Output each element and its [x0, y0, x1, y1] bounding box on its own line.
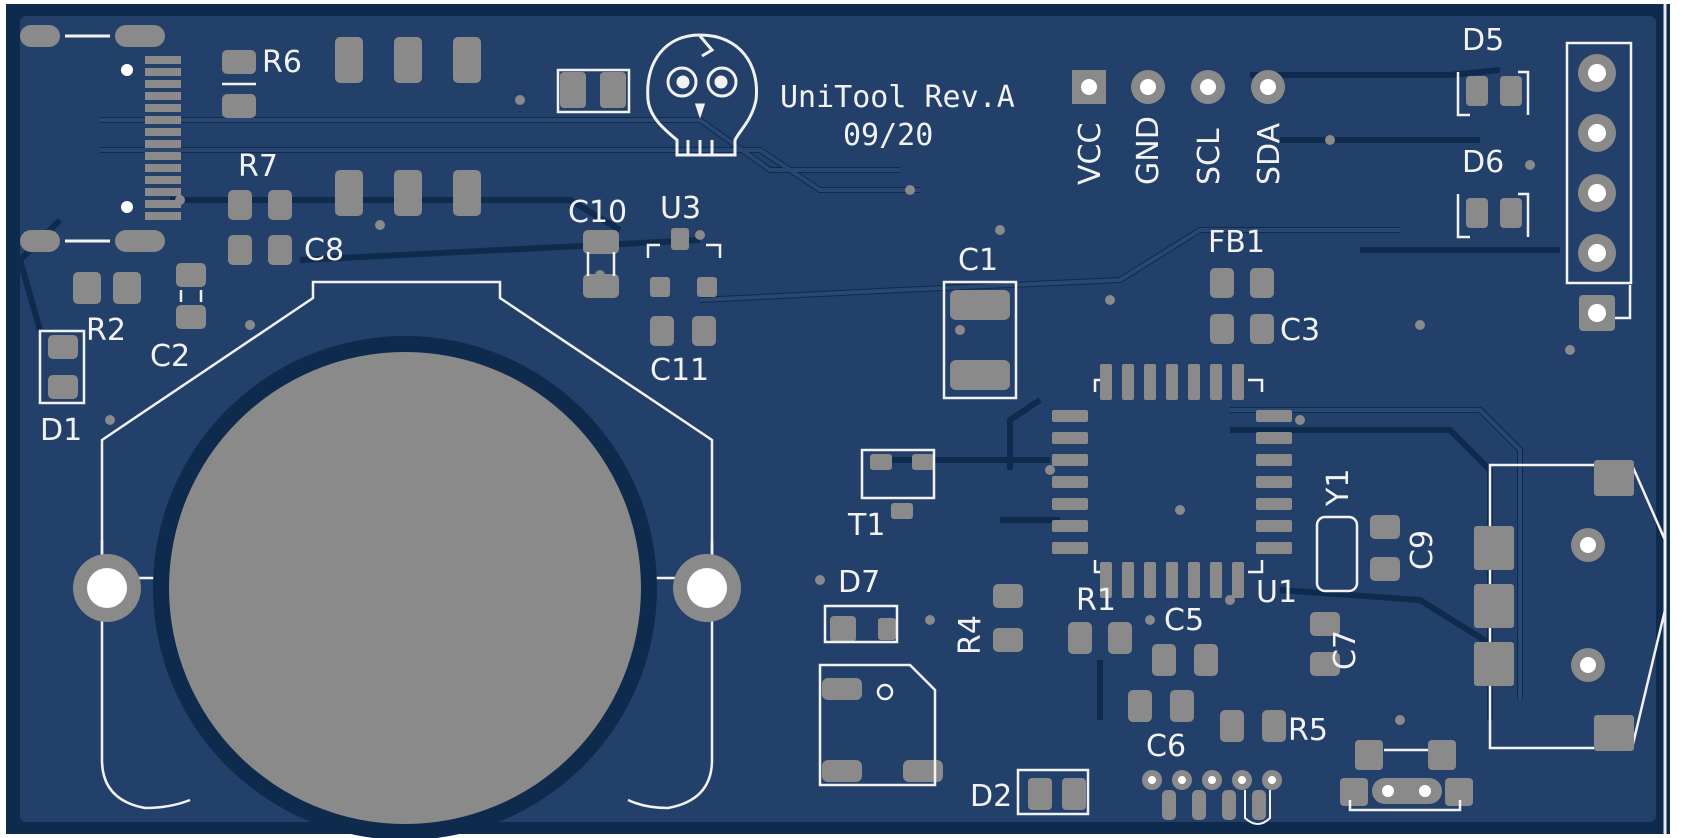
pin-label-scl: SCL [1192, 128, 1227, 185]
usb-connector-left [20, 25, 181, 252]
coin-cell-battery-icon [73, 280, 741, 838]
u1-mcu [1052, 364, 1292, 598]
pin-header-right [1565, 41, 1633, 331]
label-r4: R4 [953, 615, 988, 655]
label-r1: R1 [1076, 583, 1116, 618]
skull-logo-icon [646, 33, 758, 157]
usb-connector-icon [1474, 460, 1667, 751]
label-d6: D6 [1462, 145, 1504, 180]
pin-label-sda: SDA [1252, 122, 1287, 185]
label-c7: C7 [1328, 630, 1363, 670]
label-d7: D7 [838, 565, 880, 600]
label-r5: R5 [1288, 713, 1328, 748]
label-c8: C8 [304, 233, 344, 268]
label-r6: R6 [262, 45, 302, 80]
board-date: 09/20 [843, 118, 933, 153]
label-c1: C1 [958, 243, 998, 278]
label-r2: R2 [86, 313, 126, 348]
label-c9: C9 [1405, 530, 1440, 570]
label-t1: T1 [847, 508, 885, 543]
bottom-switch [1340, 740, 1473, 812]
board-title: UniTool Rev.A [780, 80, 1015, 115]
component-outlines [38, 68, 1530, 816]
i2c-header [1072, 70, 1285, 104]
label-c3: C3 [1280, 313, 1320, 348]
label-c11: C11 [650, 353, 709, 388]
pin-label-gnd: GND [1131, 116, 1166, 185]
label-y1: Y1 [1321, 469, 1356, 507]
label-c2: C2 [150, 339, 190, 374]
label-c6: C6 [1146, 729, 1186, 764]
smd-pads [48, 37, 1522, 810]
label-c10: C10 [568, 195, 627, 230]
label-r7: R7 [238, 149, 278, 184]
pin-label-vcc: VCC [1073, 123, 1108, 185]
programming-header [1142, 770, 1282, 825]
label-u1: U1 [1256, 575, 1297, 610]
label-fb1: FB1 [1208, 225, 1265, 260]
label-u3: U3 [660, 191, 701, 226]
label-d2: D2 [970, 779, 1012, 814]
label-d5: D5 [1462, 23, 1504, 58]
label-d1: D1 [40, 413, 82, 448]
label-c5: C5 [1164, 603, 1204, 638]
